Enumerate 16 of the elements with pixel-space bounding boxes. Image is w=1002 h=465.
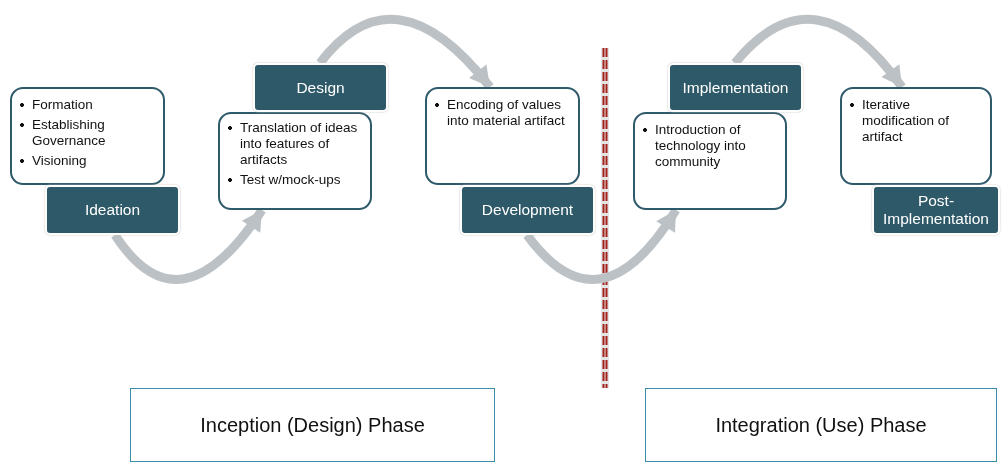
content-box bbox=[425, 87, 580, 185]
stage-label-box-text: Post-Implementation bbox=[872, 185, 1000, 235]
content-box bbox=[218, 112, 372, 210]
stage-label-box-text: Implementation bbox=[668, 63, 803, 112]
curved-arrow bbox=[111, 207, 266, 284]
content-box bbox=[10, 87, 165, 185]
content-box bbox=[840, 87, 992, 185]
phase-box-text: Inception (Design) Phase bbox=[130, 388, 495, 462]
stage-label-box-text: Design bbox=[253, 63, 388, 112]
stage-label-box-text: Ideation bbox=[45, 185, 180, 235]
curved-arrow bbox=[731, 15, 906, 90]
curved-arrow bbox=[316, 15, 494, 90]
stage-label-box-text: Development bbox=[460, 185, 595, 235]
content-box bbox=[633, 112, 787, 210]
phase-box-text: Integration (Use) Phase bbox=[645, 388, 997, 462]
curved-arrow bbox=[523, 207, 680, 284]
